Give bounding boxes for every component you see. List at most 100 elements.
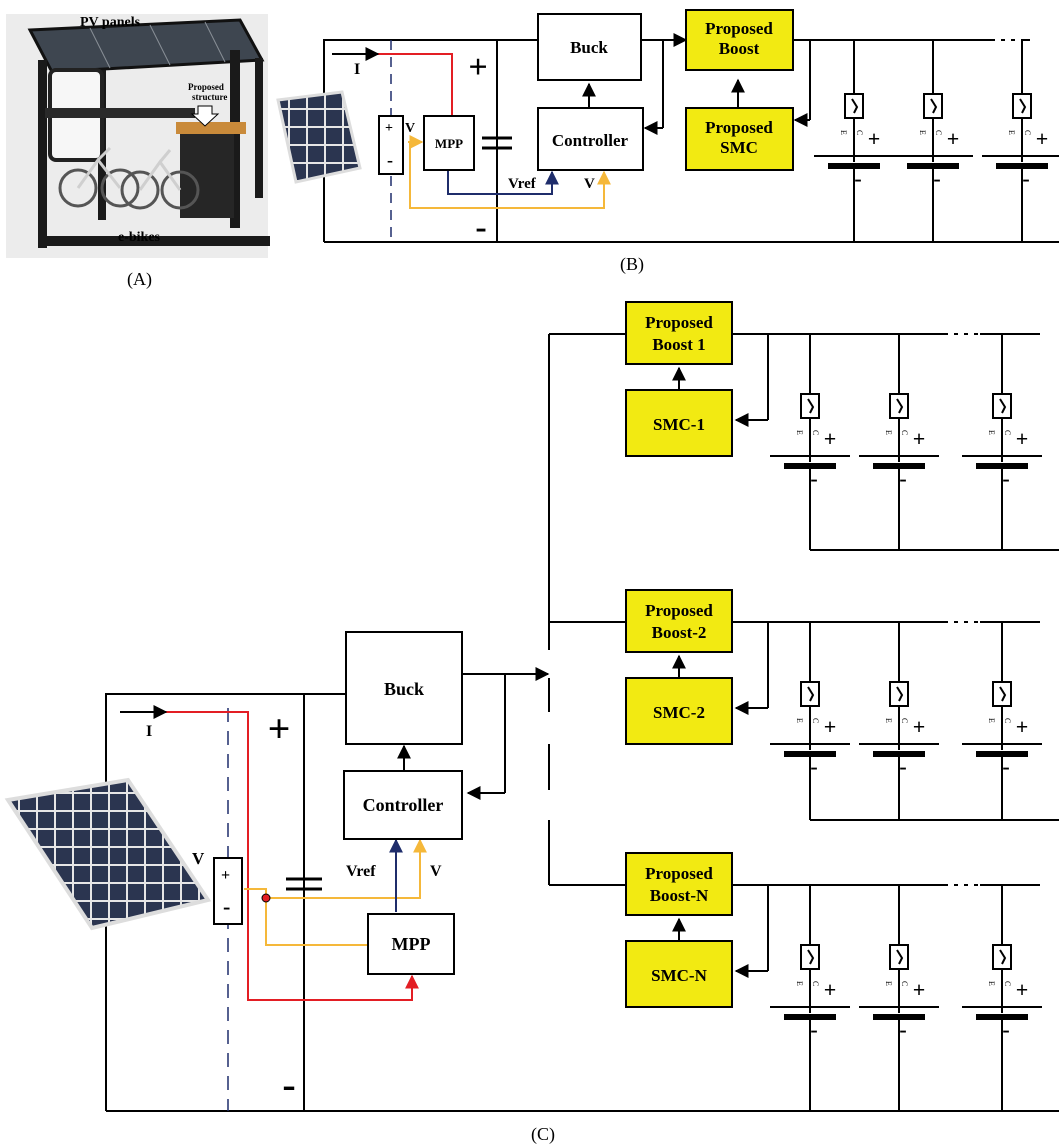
battery-minus-label: - — [1022, 166, 1029, 191]
battery-minus-label: - — [1002, 1017, 1009, 1042]
battery-minus-label: - — [1002, 466, 1009, 491]
current-label-b: I — [354, 61, 360, 78]
voltage-label-c: V — [192, 849, 205, 868]
battery-plus-label: + — [824, 977, 837, 1002]
emitter-label: E — [884, 718, 893, 723]
vref-label-b: Vref — [508, 176, 537, 192]
battery-minus-label: - — [1002, 754, 1009, 779]
boost-label: Boost-N — [650, 886, 709, 905]
battery-plus-label: + — [913, 714, 926, 739]
plus-label-c: + — [268, 706, 291, 751]
battery-plus-label: + — [824, 714, 837, 739]
collector-label: C — [1003, 981, 1012, 986]
boost-label: Proposed — [645, 864, 713, 883]
emitter-label: E — [884, 981, 893, 986]
smc-label: SMC-N — [651, 966, 707, 985]
switch-box — [801, 945, 819, 969]
switch-battery-unit: E C +- — [962, 945, 1042, 1111]
battery-plus-label: + — [1016, 426, 1029, 451]
voltage-label-b: V — [405, 121, 415, 136]
current-label-c: I — [146, 723, 152, 740]
emitter-label: E — [987, 981, 996, 986]
controller-label-b: Controller — [552, 131, 629, 150]
source-minus-c: - — [223, 894, 230, 919]
smc-label: SMC-2 — [653, 703, 705, 722]
plus-label-b: + — [468, 49, 487, 86]
battery-plus-label: + — [824, 426, 837, 451]
collector-label: C — [1023, 130, 1032, 135]
source-minus-b: - — [387, 150, 393, 170]
switch-battery-unit: E C +- — [859, 682, 939, 820]
switch-box — [890, 945, 908, 969]
battery-minus-label: - — [854, 166, 861, 191]
battery-plus-label: + — [868, 126, 881, 151]
minus-label-b: - — [475, 209, 486, 246]
emitter-label: E — [987, 430, 996, 435]
switch-box — [890, 682, 908, 706]
battery-minus-label: - — [933, 166, 940, 191]
boost-group-3: ProposedBoost-NSMC-NEC+-EC+-EC+- — [626, 853, 1042, 1111]
buck-label-c: Buck — [384, 679, 424, 699]
smc-label: SMC-1 — [653, 415, 705, 434]
source-plus-b: + — [385, 121, 393, 136]
emitter-label: E — [795, 981, 804, 986]
battery-plus-label: + — [947, 126, 960, 151]
collector-label: C — [811, 981, 820, 986]
switch-box — [993, 394, 1011, 418]
battery-plus-label: + — [1016, 714, 1029, 739]
boost-block — [626, 590, 732, 652]
battery-minus-label: - — [899, 1017, 906, 1042]
label-ebikes: e-bikes — [118, 230, 161, 245]
switch-battery-unit: E C +- — [770, 682, 850, 820]
switch-battery-unit: EC+- — [859, 945, 939, 1111]
switch-box — [993, 682, 1011, 706]
battery-plus-label: + — [1016, 977, 1029, 1002]
buck-label-b: Buck — [570, 38, 608, 57]
proposed-structure-box — [176, 122, 246, 134]
vref-label-c: Vref — [346, 863, 376, 880]
battery-minus-label: - — [810, 754, 817, 779]
emitter-label: E — [795, 718, 804, 723]
mpp-label-b: MPP — [435, 136, 463, 151]
collector-label: C — [900, 718, 909, 723]
battery-plus-label: + — [1036, 126, 1049, 151]
mpp-label-c: MPP — [392, 934, 431, 954]
switch-box — [993, 945, 1011, 969]
battery-plus-label: + — [913, 977, 926, 1002]
collector-label: C — [855, 130, 864, 135]
caption-a: (A) — [127, 269, 152, 290]
minus-label-c: - — [282, 1062, 295, 1107]
emitter-label: E — [918, 130, 927, 135]
switch-box — [845, 94, 863, 118]
collector-label: C — [811, 718, 820, 723]
caption-b: (B) — [620, 254, 644, 275]
boost-label: Proposed — [645, 313, 713, 332]
emitter-label: E — [884, 430, 893, 435]
controller-label-c: Controller — [363, 795, 444, 815]
junction-dot — [262, 894, 270, 902]
emitter-label: E — [987, 718, 996, 723]
pv-panel-image-b — [278, 92, 360, 182]
collector-label: C — [811, 430, 820, 435]
switch-battery-unit: EC+- — [859, 394, 939, 550]
switch-box — [801, 682, 819, 706]
emitter-label: E — [795, 430, 804, 435]
battery-minus-label: - — [899, 754, 906, 779]
switch-box — [890, 394, 908, 418]
label-pv-panels: PV panels — [80, 15, 141, 30]
boost-block — [626, 853, 732, 915]
source-plus-c: + — [221, 867, 230, 884]
switch-box — [924, 94, 942, 118]
boost-block — [626, 302, 732, 364]
